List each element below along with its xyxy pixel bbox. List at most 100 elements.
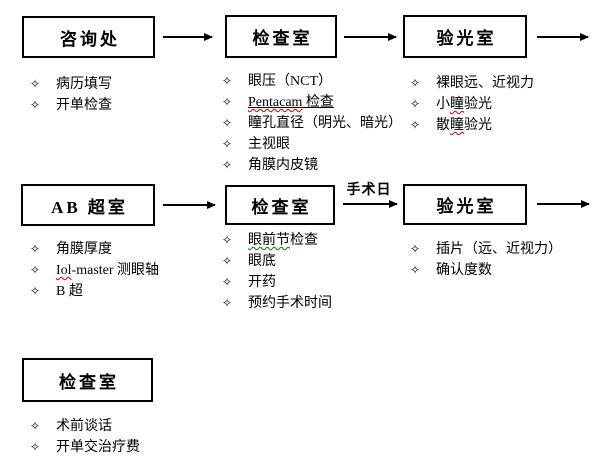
bullet-star-icon: ✧ — [222, 233, 233, 247]
list-item-text: 眼底 — [248, 254, 276, 269]
exam-room-2-checklist: ✧ 眼前节检查 ✧ 眼底 ✧ 开药 ✧ 预约手术时间 — [222, 230, 332, 314]
bullet-star-icon: ✧ — [30, 419, 41, 433]
list-item: ✧ 插片（远、近视力） — [410, 239, 562, 260]
box-title: 检查室 — [251, 197, 312, 217]
list-item-text: 散瞳验光 — [436, 115, 492, 136]
bullet-star-icon: ✧ — [410, 263, 421, 277]
list-item: ✧ 眼压（NCT） — [222, 71, 402, 92]
bullet-star-icon: ✧ — [410, 76, 421, 90]
box-title: 验光室 — [436, 197, 497, 216]
list-item: ✧ 确认度数 — [410, 260, 562, 281]
bullet-star-icon: ✧ — [30, 263, 41, 277]
bullet-star-icon: ✧ — [30, 284, 41, 298]
list-item: ✧ 角膜厚度 — [30, 239, 159, 260]
list-item: ✧ 散瞳验光 — [410, 115, 534, 136]
arrow-right-icon-4 — [163, 204, 215, 206]
list-item: ✧ 预约手术时间 — [222, 293, 332, 314]
list-item-text-part: 小 — [436, 97, 450, 112]
list-item-text: 病历填写 — [56, 77, 112, 92]
misspelled-word: 瞳 — [450, 97, 464, 112]
bullet-star-icon: ✧ — [222, 74, 233, 88]
bullet-star-icon: ✧ — [222, 137, 233, 151]
list-item-text: 小瞳验光 — [436, 94, 492, 115]
list-item: ✧ 病历填写 — [30, 74, 112, 95]
bullet-star-icon: ✧ — [222, 116, 233, 130]
list-item: ✧ 术前谈话 — [30, 416, 140, 437]
box-title: 验光室 — [436, 29, 497, 48]
list-item: ✧ 主视眼 — [222, 134, 402, 155]
box-title: 咨询处 — [60, 29, 120, 49]
list-item-text: B 超 — [56, 284, 83, 299]
list-item-text: 角膜厚度 — [56, 242, 112, 257]
list-item-text: 眼前节检查 — [248, 230, 318, 251]
list-item-text: Iol-master 测眼轴 — [56, 260, 159, 281]
list-item-text: 插片（远、近视力） — [436, 242, 562, 257]
list-item-text: 角膜内皮镜 — [248, 158, 318, 173]
list-item-text: 开药 — [248, 275, 276, 290]
list-item: ✧ Iol-master 测眼轴 — [30, 260, 159, 281]
arrow-right-icon-2 — [344, 36, 396, 38]
list-item-text: 预约手术时间 — [248, 296, 332, 311]
list-item-text-part: 散 — [436, 118, 450, 133]
flow-box-exam-room-2: 检查室 — [225, 185, 335, 225]
box-title: 检查室 — [59, 372, 119, 392]
optometry-room-2-checklist: ✧ 插片（远、近视力） ✧ 确认度数 — [410, 239, 562, 281]
list-item: ✧ 开药 — [222, 272, 332, 293]
list-item: ✧ Pentacam 检查 — [222, 92, 402, 113]
misspelled-word: 瞳 — [450, 118, 464, 133]
list-item: ✧ B 超 — [30, 281, 159, 302]
box-title: AB 超室 — [51, 197, 128, 217]
bullet-star-icon: ✧ — [222, 254, 233, 268]
grammar-flagged-word: 眼前节 — [248, 233, 290, 248]
list-item-text: Pentacam 检查 — [248, 92, 334, 113]
bullet-star-icon: ✧ — [30, 242, 41, 256]
list-item: ✧ 小瞳验光 — [410, 94, 534, 115]
bullet-star-icon: ✧ — [30, 98, 41, 112]
list-item-text-part: 检查 — [290, 233, 318, 248]
list-item-text-part: -master 测眼轴 — [71, 263, 160, 278]
list-item-text-part: 验光 — [464, 97, 492, 112]
ab-ultrasound-checklist: ✧ 角膜厚度 ✧ Iol-master 测眼轴 ✧ B 超 — [30, 239, 159, 302]
list-item: ✧ 瞳孔直径（明光、暗光） — [222, 113, 402, 134]
bullet-star-icon: ✧ — [30, 440, 41, 454]
list-item-text: 开单交治疗费 — [56, 440, 140, 455]
bullet-star-icon: ✧ — [222, 275, 233, 289]
consultation-checklist: ✧ 病历填写 ✧ 开单检查 — [30, 74, 112, 116]
list-item: ✧ 裸眼远、近视力 — [410, 73, 534, 94]
bullet-star-icon: ✧ — [222, 95, 233, 109]
box-title: 检查室 — [252, 29, 313, 48]
list-item-text: 裸眼远、近视力 — [436, 76, 534, 91]
list-item-text: 主视眼 — [248, 137, 290, 152]
list-item: ✧ 角膜内皮镜 — [222, 155, 402, 176]
flow-box-ab-ultrasound-room: AB 超室 — [21, 184, 155, 226]
list-item-text: 术前谈话 — [56, 419, 112, 434]
flow-box-optometry-room-1: 验光室 — [403, 15, 527, 58]
surgery-day-label: 手术日 — [346, 183, 392, 198]
bullet-star-icon: ✧ — [410, 118, 421, 132]
list-item: ✧ 眼底 — [222, 251, 332, 272]
exam-room-1-checklist: ✧ 眼压（NCT） ✧ Pentacam 检查 ✧ 瞳孔直径（明光、暗光） ✧ … — [222, 71, 402, 176]
bullet-star-icon: ✧ — [222, 158, 233, 172]
arrow-right-icon-3 — [537, 36, 588, 38]
list-item-text: 开单检查 — [56, 98, 112, 113]
arrow-right-icon-6 — [537, 203, 589, 205]
flow-box-optometry-room-2: 验光室 — [403, 184, 527, 225]
misspelled-word: Iol — [56, 263, 72, 278]
list-item-text: 确认度数 — [436, 263, 492, 278]
flow-box-exam-room-3: 检查室 — [22, 358, 153, 402]
list-item: ✧ 开单交治疗费 — [30, 437, 140, 458]
arrow-right-icon-1 — [163, 36, 212, 38]
arrow-right-icon-5 — [343, 203, 397, 205]
list-item-text: 瞳孔直径（明光、暗光） — [248, 116, 402, 131]
optometry-room-1-checklist: ✧ 裸眼远、近视力 ✧ 小瞳验光 ✧ 散瞳验光 — [410, 73, 534, 136]
exam-room-3-checklist: ✧ 术前谈话 ✧ 开单交治疗费 — [30, 416, 140, 458]
bullet-star-icon: ✧ — [30, 77, 41, 91]
list-item: ✧ 眼前节检查 — [222, 230, 332, 251]
bullet-star-icon: ✧ — [410, 242, 421, 256]
list-item-text-part: 验光 — [464, 118, 492, 133]
list-item-text: 眼压（NCT） — [248, 74, 332, 89]
bullet-star-icon: ✧ — [222, 296, 233, 310]
flow-box-consultation-office: 咨询处 — [22, 16, 155, 58]
misspelled-word: Pentacam — [248, 95, 303, 110]
